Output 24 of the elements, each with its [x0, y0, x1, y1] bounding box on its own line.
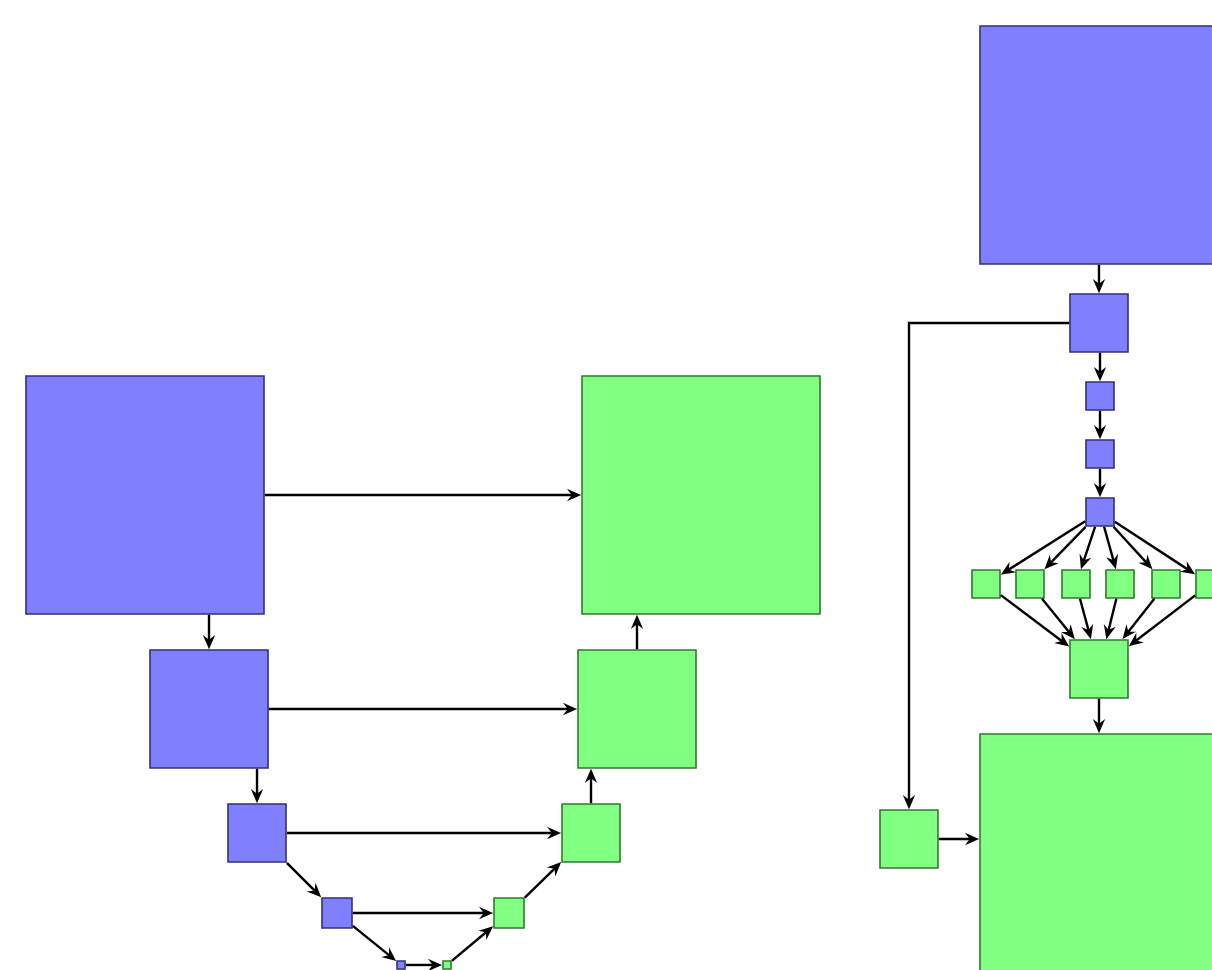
box [442, 960, 452, 970]
box [561, 803, 621, 863]
box [1061, 569, 1091, 599]
box [577, 649, 697, 769]
box [1151, 569, 1181, 599]
box [1085, 381, 1115, 411]
box [227, 803, 287, 863]
box [1015, 569, 1045, 599]
box [1105, 569, 1135, 599]
box [1069, 293, 1129, 353]
box [581, 375, 821, 615]
box [979, 25, 1212, 265]
box [1085, 439, 1115, 469]
box [879, 809, 939, 869]
box [1069, 639, 1129, 699]
box [971, 569, 1001, 599]
box [25, 375, 265, 615]
box [493, 897, 525, 929]
box [396, 960, 406, 970]
box [321, 897, 353, 929]
box [1085, 497, 1115, 527]
box [149, 649, 269, 769]
box [1195, 569, 1212, 599]
box [979, 733, 1212, 970]
